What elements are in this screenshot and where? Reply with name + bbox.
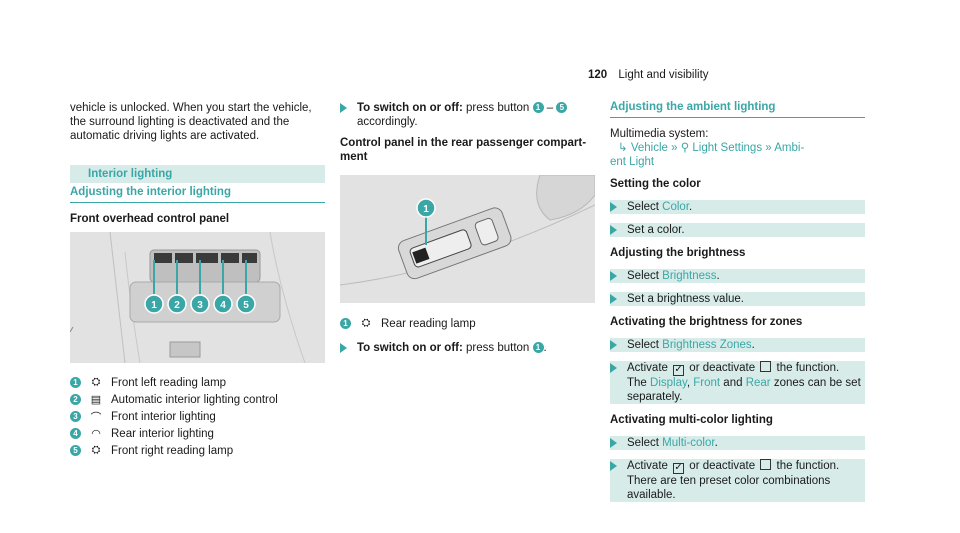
step-text: accordingly. [357, 116, 418, 128]
bullet-arrow-icon [610, 363, 617, 373]
intro-line: the surround lighting is deactivated and… [70, 116, 290, 128]
front-panel-image: 1 2 3 4 5 [70, 232, 325, 363]
step-front: To switch on or off: press button 1 – 5 … [340, 101, 600, 129]
checkbox-checked-icon [673, 365, 685, 376]
section-title: Interior lighting [88, 168, 173, 180]
rear-legend-item: 1 ⛭ Rear reading lamp [340, 315, 476, 332]
button-ref: 5 [556, 102, 568, 114]
callout-5: 5 [243, 300, 249, 311]
bullet-arrow-icon [340, 343, 347, 353]
front-panel-illustration: 1 2 3 4 5 [70, 232, 325, 363]
step-label: To switch on or off: [357, 342, 463, 354]
legend-item: 5 ⛭ Front right reading lamp [70, 442, 278, 459]
ambient-title: Adjusting the ambient lighting [610, 101, 776, 113]
front-interior-light-icon: ⌒ [90, 411, 102, 424]
light-settings-icon: ⚲ [680, 142, 690, 154]
legend-item: 4 ◠ Rear interior lighting [70, 425, 278, 442]
bullet-arrow-icon [610, 438, 617, 448]
path-ambient: Ambi- [774, 142, 805, 154]
rear-panel-illustration: 1 [340, 175, 595, 303]
step-rear: To switch on or off: press button 1. [340, 341, 600, 355]
legend-text: Front right reading lamp [111, 444, 234, 457]
legend-item: 3 ⌒ Front interior lighting [70, 408, 278, 425]
legend-text: Front left reading lamp [111, 376, 227, 389]
reading-lamp-icon: ⛭ [91, 376, 101, 388]
button-ref: 1 [532, 102, 544, 114]
heading-color: Setting the color [610, 178, 701, 190]
legend-number: 1 [70, 377, 81, 388]
legend-item: 1 ⛭ Front left reading lamp [70, 374, 278, 391]
legend-text: Rear reading lamp [381, 317, 476, 330]
rear-interior-light-icon: ◠ [91, 428, 101, 440]
bullet-arrow-icon [610, 294, 617, 304]
multimedia-path: Multimedia system: ↳ Vehicle » ⚲ Light S… [610, 128, 805, 168]
callout-3: 3 [197, 300, 203, 311]
front-legend: 1 ⛭ Front left reading lamp 2 ▤ Automatic in… [70, 374, 278, 459]
auto-lighting-icon: ▤ [90, 394, 102, 406]
rear-panel-title: Control panel in the rear passenger comp… [340, 137, 587, 163]
legend-number: 1 [340, 318, 351, 329]
step-label: To switch on or off: [357, 102, 463, 114]
legend-item: 2 ▤ Automatic interior lighting control [70, 391, 278, 408]
bullet-arrow-icon [610, 461, 617, 471]
section-name: Light and visibility [618, 69, 709, 81]
subsection-title: Adjusting the interior lighting [70, 186, 231, 198]
path-light-settings: Light Settings [692, 142, 763, 154]
page-number: 120 [588, 69, 608, 81]
legend-number: 3 [70, 411, 81, 422]
intro-line: automatic driving lights are activated. [70, 130, 260, 142]
legend-number: 5 [70, 445, 81, 456]
checkbox-checked-icon [673, 463, 685, 474]
path-arrow-icon: ↳ [618, 142, 628, 154]
bullet-arrow-icon [340, 103, 347, 113]
legend-text: Rear interior lighting [111, 427, 214, 440]
callout-1: 1 [423, 204, 429, 215]
checkbox-empty-icon [760, 361, 772, 372]
panel-title: Front overhead control panel [70, 213, 230, 225]
bullet-arrow-icon [610, 340, 617, 350]
path-chevron-icon: » [765, 142, 772, 154]
legend-text: Front interior lighting [111, 410, 216, 423]
button-ref: 1 [532, 342, 544, 354]
heading-zones: Activating the brightness for zones [610, 316, 803, 328]
section-bar: Interior lighting [70, 165, 325, 183]
path-vehicle: Vehicle [630, 142, 668, 154]
callout-1: 1 [151, 300, 157, 311]
reading-lamp-icon: ⛭ [361, 317, 371, 329]
ambient-steps: Setting the color Select Color. Set a co… [610, 177, 865, 502]
heading-brightness: Adjusting the brightness [610, 247, 746, 259]
intro-text: vehicle is unlocked. When you start the … [70, 101, 330, 143]
callout-2: 2 [174, 300, 180, 311]
page-header: 120 Light and visibility [588, 69, 717, 81]
ambient-rule [610, 117, 865, 118]
bullet-arrow-icon [610, 225, 617, 235]
legend-number: 2 [70, 394, 81, 405]
heading-multicolor: Activating multi-color lighting [610, 414, 773, 426]
path-chevron-icon: » [671, 142, 678, 154]
legend-number: 4 [70, 428, 81, 439]
bullet-arrow-icon [610, 202, 617, 212]
callout-4: 4 [220, 300, 226, 311]
legend-text: Automatic interior lighting control [111, 393, 278, 406]
bullet-arrow-icon [610, 271, 617, 281]
subsection-rule [70, 202, 325, 203]
rear-panel-image: 1 [340, 175, 595, 303]
reading-lamp-icon: ⛭ [91, 444, 101, 456]
intro-line: vehicle is unlocked. When you start the … [70, 102, 312, 114]
checkbox-empty-icon [760, 459, 772, 470]
